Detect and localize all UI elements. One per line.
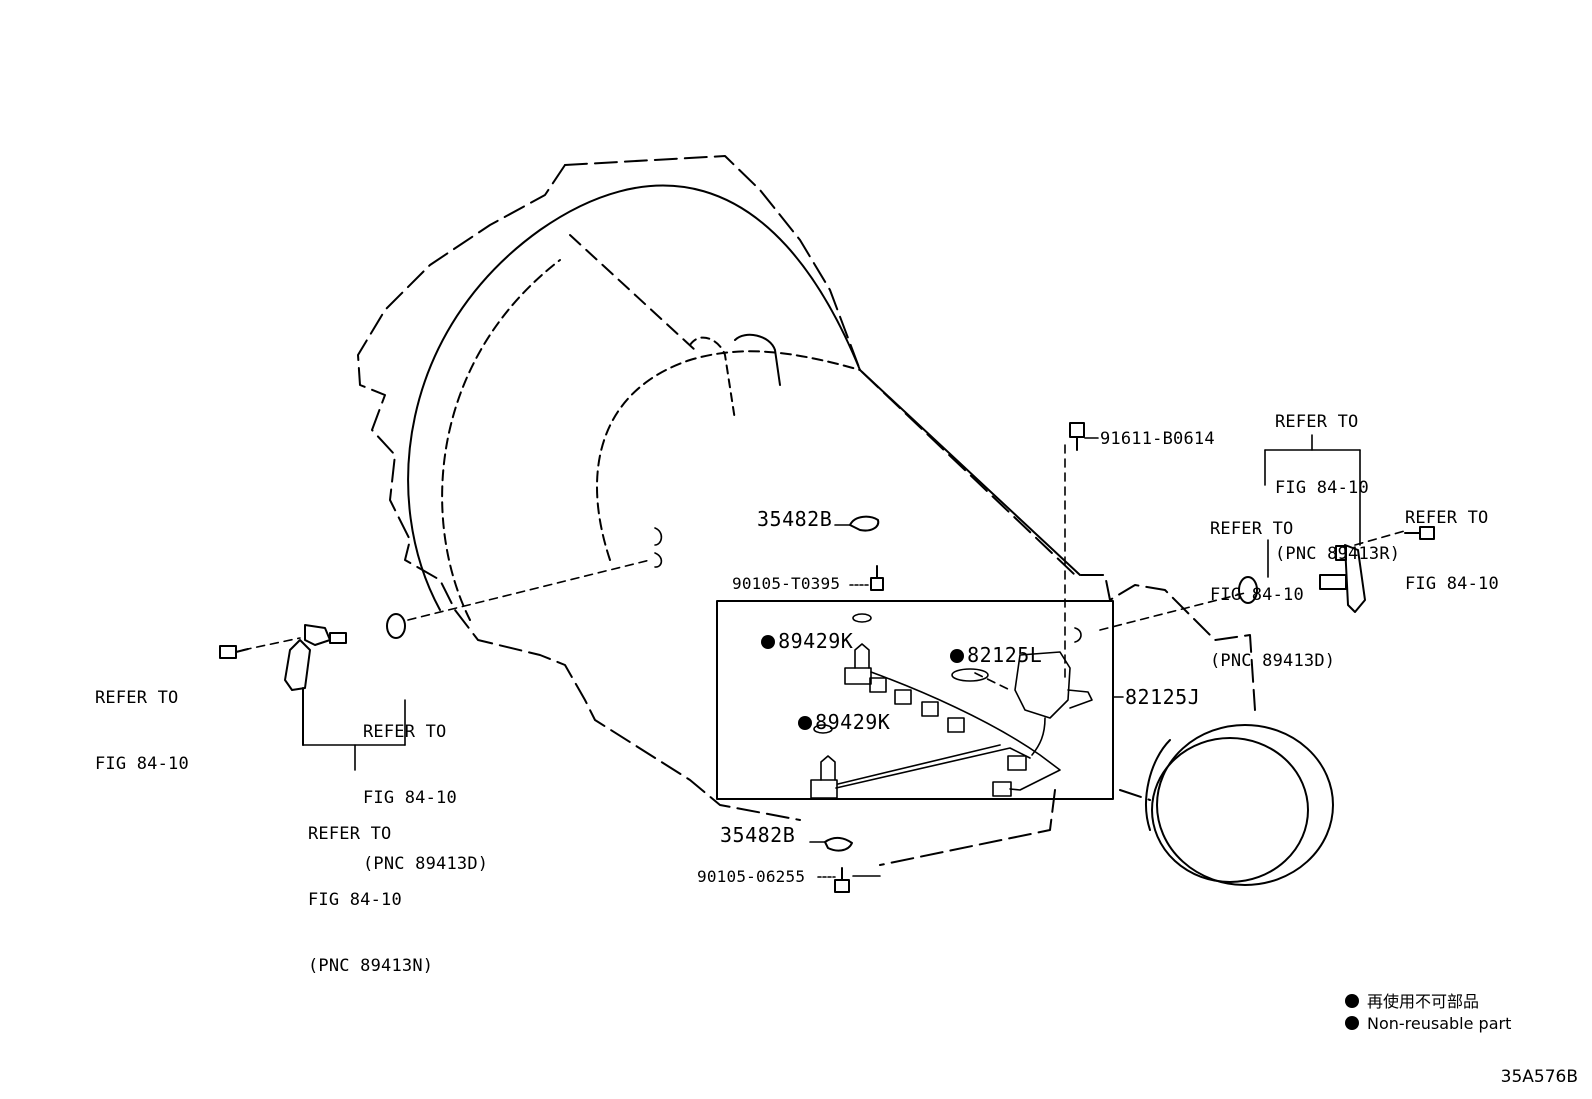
bolt-lower [834,867,881,893]
legend-text-jp: 再使用不可部品 [1367,992,1480,1011]
legend-row-en: Non-reusable part [1345,1013,1511,1035]
refer-label-left-bolt: REFER TO FIG 84-10 [95,643,189,797]
part-number-bolt-upper: 90105-T0395 [732,574,841,593]
bolt-top [1069,422,1085,451]
refer-line: (PNC 89413N) [308,956,434,976]
illustration-code: 35A576B [1500,1067,1578,1087]
filter-cylinder [1145,724,1334,886]
refer-line: (PNC 89413D) [363,854,489,874]
o-ring-left [386,613,406,639]
refer-label-top-right-center: REFER TO FIG 84-10 (PNC 89413R) [1275,367,1400,587]
non-reusable-dot-icon [1345,1016,1359,1030]
part-number-harness: 82125J [1125,685,1201,709]
refer-line: REFER TO [363,722,447,742]
refer-line: FIG 84-10 [308,890,402,910]
part-number-oring-l: 82125L [925,622,1042,666]
refer-line: (PNC 89413D) [1210,651,1336,671]
clip-upper [834,515,880,532]
bell-housing-circles [407,184,1081,621]
wire-harness [810,613,1093,799]
refer-label-left-bottom: REFER TO FIG 84-10 (PNC 89413N) [308,779,433,999]
refer-line: FIG 84-10 [1405,574,1499,594]
transmission-housing [357,155,1256,866]
bolt-left [219,645,249,659]
legend: 再使用不可部品 Non-reusable part [1345,991,1511,1035]
part-number-text: 89429K [815,710,891,734]
refer-label-right-middle: REFER TO FIG 84-10 (PNC 89413D) [1210,474,1335,694]
refer-line: (PNC 89413R) [1275,544,1401,564]
speed-sensor-left [284,624,347,746]
refer-line: FIG 84-10 [1210,585,1304,605]
refer-line: REFER TO [1275,412,1359,432]
bolt-right [1404,526,1435,540]
bolt-upper [870,565,884,591]
refer-label-far-right: REFER TO FIG 84-10 [1405,463,1499,617]
part-number-oring-k1: 89429K [736,608,853,652]
refer-line: FIG 84-10 [363,788,457,808]
refer-line: REFER TO [308,824,392,844]
speed-sensor-right [1319,544,1366,613]
part-number-text: 89429K [778,629,854,653]
part-number-clip-upper: 35482B [757,507,833,531]
non-reusable-dot-icon [1345,994,1359,1008]
non-reusable-dot-icon [761,635,776,649]
refer-line: REFER TO [95,688,179,708]
clip-lower [809,836,853,852]
non-reusable-dot-icon [798,716,813,730]
refer-line: FIG 84-10 [1275,478,1369,498]
refer-line: REFER TO [1405,508,1489,528]
o-ring-right [1238,576,1258,604]
part-number-clip-lower: 35482B [720,823,796,847]
refer-line: FIG 84-10 [95,754,189,774]
part-number-bolt-lower: 90105-06255 [697,867,806,886]
refer-line: REFER TO [1210,519,1294,539]
refer-label-left-oring: REFER TO FIG 84-10 (PNC 89413D) [363,677,488,897]
non-reusable-dot-icon [950,649,965,663]
part-number-text: 82125L [967,643,1043,667]
legend-row-jp: 再使用不可部品 [1345,991,1511,1013]
part-number-bolt-top: 91611-B0614 [1100,429,1215,449]
part-number-oring-k2: 89429K [773,689,890,733]
harness-box [716,600,1114,800]
legend-text-en: Non-reusable part [1367,1014,1512,1033]
